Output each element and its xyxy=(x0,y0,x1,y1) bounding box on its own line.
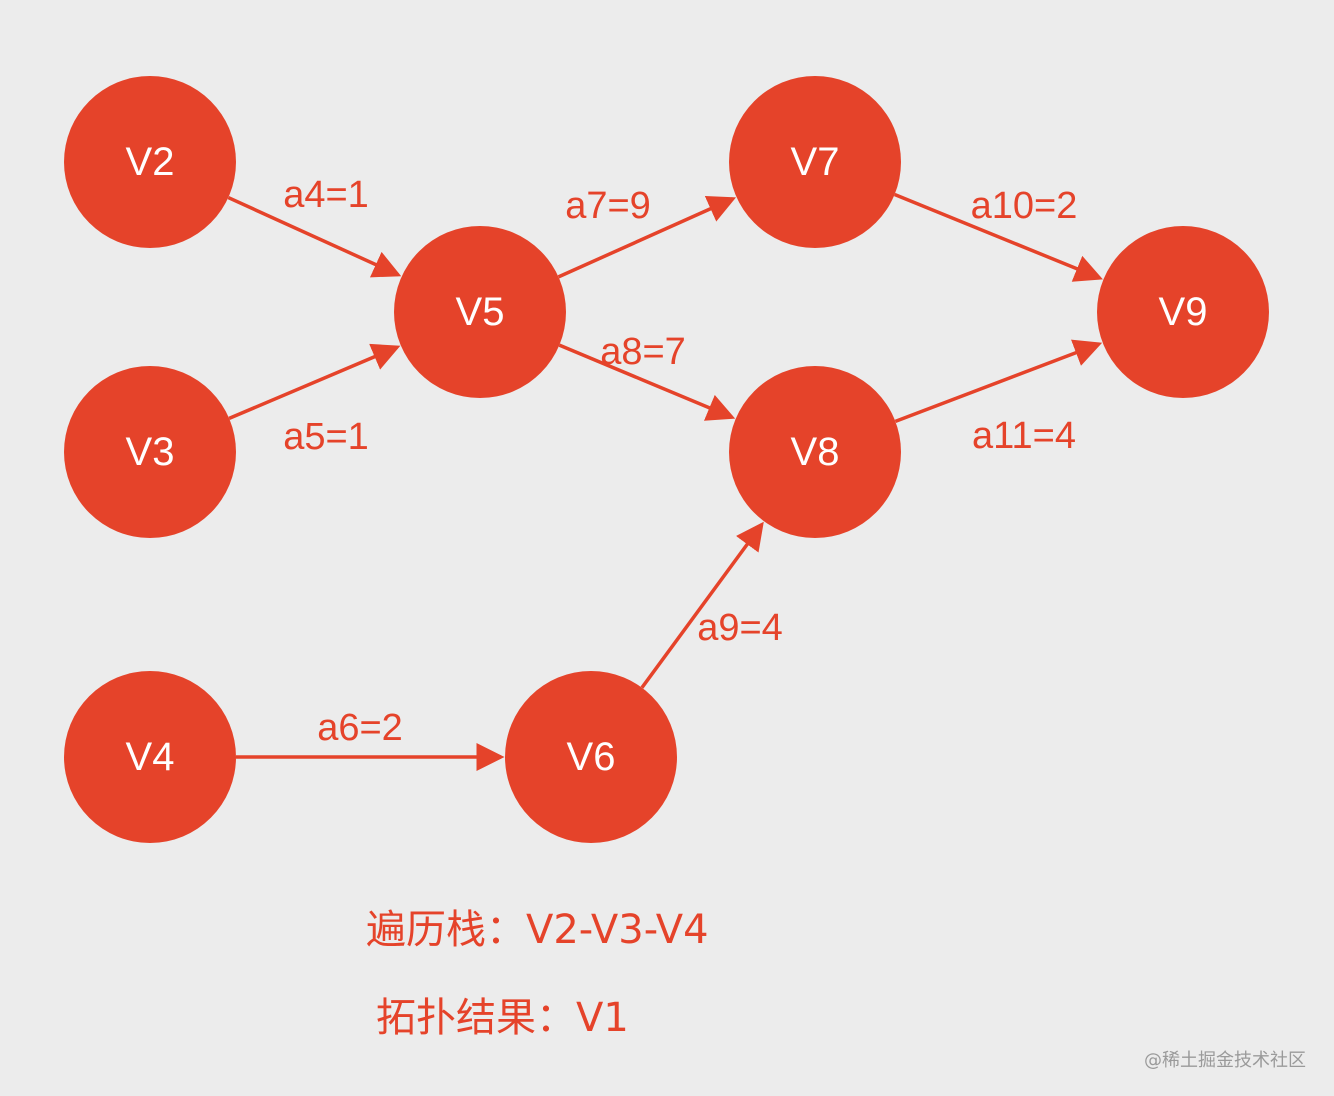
node-v2: V2 xyxy=(64,76,236,248)
edge-label-v3-v5: a5=1 xyxy=(283,416,369,458)
edge-v5-v7 xyxy=(557,196,737,279)
node-label: V8 xyxy=(791,430,840,474)
node-v5: V5 xyxy=(394,226,566,398)
topology-result-caption: 拓扑结果：V1 xyxy=(376,995,629,1041)
node-circle xyxy=(1097,226,1269,398)
node-circle xyxy=(64,76,236,248)
edge-v8-v9 xyxy=(894,339,1103,424)
node-v3: V3 xyxy=(64,366,236,538)
node-label: V7 xyxy=(791,140,840,184)
edge-label-v4-v6: a6=2 xyxy=(317,707,403,749)
node-label: V2 xyxy=(126,140,175,184)
node-v8: V8 xyxy=(729,366,901,538)
edge-v3-v5 xyxy=(228,343,401,421)
node-v9: V9 xyxy=(1097,226,1269,398)
watermark: @稀土掘金技术社区 xyxy=(1144,1050,1306,1071)
node-label: V9 xyxy=(1159,290,1208,334)
node-label: V6 xyxy=(567,735,616,779)
node-circle xyxy=(64,671,236,843)
node-circle xyxy=(729,366,901,538)
node-v4: V4 xyxy=(64,671,236,843)
node-label: V3 xyxy=(126,430,175,474)
edge-label-v6-v8: a9=4 xyxy=(697,607,783,649)
edge-v6-v8 xyxy=(640,521,764,689)
traversal-stack-caption: 遍历栈：V2-V3-V4 xyxy=(366,907,709,953)
edge-label-v5-v8: a8=7 xyxy=(600,331,686,373)
node-label: V4 xyxy=(126,735,175,779)
edge-label-v7-v9: a10=2 xyxy=(971,185,1078,227)
node-circle xyxy=(64,366,236,538)
edge-label-v5-v7: a7=9 xyxy=(565,185,651,227)
node-circle xyxy=(505,671,677,843)
edge-label-v8-v9: a11=4 xyxy=(972,415,1076,457)
node-v7: V7 xyxy=(729,76,901,248)
edge-label-v2-v5: a4=1 xyxy=(283,174,369,216)
node-circle xyxy=(394,226,566,398)
node-v6: V6 xyxy=(505,671,677,843)
edge-v2-v5 xyxy=(227,195,402,278)
edge-v5-v8 xyxy=(558,343,736,421)
edge-v7-v9 xyxy=(893,192,1103,282)
node-circle xyxy=(729,76,901,248)
node-label: V5 xyxy=(456,290,505,334)
